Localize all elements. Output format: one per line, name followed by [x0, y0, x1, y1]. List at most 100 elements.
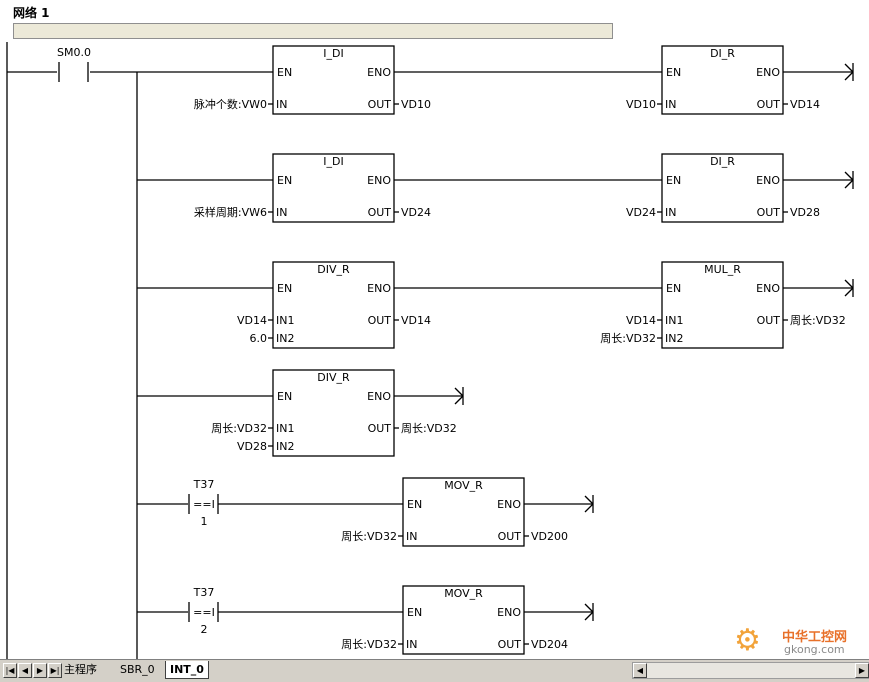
end-arrow-icon: [584, 495, 594, 505]
input-operand: 脉冲个数:VW0: [194, 97, 267, 111]
compare-contact[interactable]: T37==I2: [188, 586, 219, 636]
eno-pin-label: ENO: [756, 66, 780, 79]
box-title: DI_R: [710, 47, 735, 60]
scroll-left-icon[interactable]: ◀: [633, 663, 647, 678]
en-pin-label: EN: [277, 174, 292, 187]
input-operand: VD28: [237, 440, 267, 453]
en-pin-label: EN: [407, 498, 422, 511]
input-pin-label: IN1: [276, 422, 294, 435]
box-frame: [402, 585, 525, 655]
network-comment-bar[interactable]: [13, 23, 613, 39]
contact-operand: T37: [193, 478, 215, 491]
input-operand: 周长:VD32: [341, 530, 397, 543]
first-tab-button[interactable]: |◀: [3, 663, 17, 678]
output-operand: VD200: [531, 530, 568, 543]
box-title: I_DI: [323, 47, 343, 60]
output-pin-label: OUT: [498, 530, 522, 543]
next-tab-button[interactable]: ▶: [33, 663, 47, 678]
input-operand: 6.0: [250, 332, 268, 345]
input-pin-label: IN2: [665, 332, 683, 345]
watermark-name: 中华工控网: [782, 630, 848, 645]
output-pin-label: OUT: [368, 206, 392, 219]
scroll-right-icon[interactable]: ▶: [855, 663, 869, 678]
tab-int-0[interactable]: INT_0: [165, 661, 209, 679]
en-pin-label: EN: [407, 606, 422, 619]
en-pin-label: EN: [666, 174, 681, 187]
box-frame: [661, 153, 784, 223]
box-title: I_DI: [323, 155, 343, 168]
output-operand: VD28: [790, 206, 820, 219]
box-title: MOV_R: [444, 479, 483, 492]
en-pin-label: EN: [277, 66, 292, 79]
box-frame: [661, 261, 784, 349]
output-operand: VD204: [531, 638, 568, 651]
input-pin-label: IN: [406, 530, 417, 543]
input-pin-label: IN: [276, 98, 287, 111]
last-tab-button[interactable]: ▶|: [48, 663, 62, 678]
box-title: MOV_R: [444, 587, 483, 600]
box-frame: [272, 45, 395, 115]
prev-tab-button[interactable]: ◀: [18, 663, 32, 678]
end-arrow-icon: [844, 279, 854, 289]
output-pin-label: OUT: [368, 422, 392, 435]
eno-pin-label: ENO: [367, 390, 391, 403]
input-pin-label: IN2: [276, 332, 294, 345]
output-operand: VD10: [401, 98, 431, 111]
input-operand: VD14: [626, 314, 656, 327]
output-pin-label: OUT: [757, 314, 781, 327]
end-arrow-icon: [844, 287, 854, 297]
box-title: DIV_R: [317, 263, 350, 276]
eno-pin-label: ENO: [756, 282, 780, 295]
eno-pin-label: ENO: [367, 66, 391, 79]
end-arrow-icon: [584, 611, 594, 621]
watermark-logo: ⚙ 中华工控网 gkong.com: [734, 624, 864, 660]
output-operand: 周长:VD32: [790, 314, 846, 327]
input-operand: 周长:VD32: [211, 422, 267, 435]
normally-open-contact[interactable]: SM0.0: [57, 46, 91, 82]
eno-pin-label: ENO: [367, 174, 391, 187]
end-arrow-icon: [584, 503, 594, 513]
input-operand: VD10: [626, 98, 656, 111]
input-pin-label: IN1: [665, 314, 683, 327]
en-pin-label: EN: [277, 282, 292, 295]
end-arrow-icon: [844, 179, 854, 189]
output-pin-label: OUT: [368, 98, 392, 111]
input-operand: 周长:VD32: [600, 332, 656, 345]
compare-contact[interactable]: T37==I1: [188, 478, 219, 528]
sheet-tab-bar: |◀ ◀ ▶ ▶| 主程序 SBR_0 INT_0 ◀ ▶: [0, 659, 869, 682]
input-pin-label: IN2: [276, 440, 294, 453]
output-pin-label: OUT: [757, 98, 781, 111]
box-title: MUL_R: [704, 263, 741, 276]
eno-pin-label: ENO: [497, 606, 521, 619]
tab-main-program[interactable]: 主程序: [64, 663, 97, 676]
horizontal-scrollbar[interactable]: ◀ ▶: [632, 662, 869, 679]
eno-pin-label: ENO: [367, 282, 391, 295]
end-arrow-icon: [844, 63, 854, 73]
watermark-url: gkong.com: [784, 643, 845, 656]
function-box-i-di[interactable]: I_DI EN ENO IN 脉冲个数:VW0 OUT VD10: [194, 45, 431, 115]
network-title: 网络 1: [13, 6, 50, 20]
box-title: DI_R: [710, 155, 735, 168]
output-operand: 周长:VD32: [401, 422, 457, 435]
end-arrow-icon: [844, 71, 854, 81]
output-operand: VD14: [401, 314, 431, 327]
compare-operator: ==I: [193, 498, 215, 511]
input-operand: 周长:VD32: [341, 638, 397, 651]
end-arrow-icon: [454, 395, 464, 405]
input-pin-label: IN1: [276, 314, 294, 327]
output-operand: VD24: [401, 206, 431, 219]
en-pin-label: EN: [666, 66, 681, 79]
input-operand: VD14: [237, 314, 267, 327]
gear-icon: ⚙: [734, 623, 761, 658]
end-arrow-icon: [584, 603, 594, 613]
box-title: DIV_R: [317, 371, 350, 384]
tab-sbr-0[interactable]: SBR_0: [120, 663, 155, 676]
